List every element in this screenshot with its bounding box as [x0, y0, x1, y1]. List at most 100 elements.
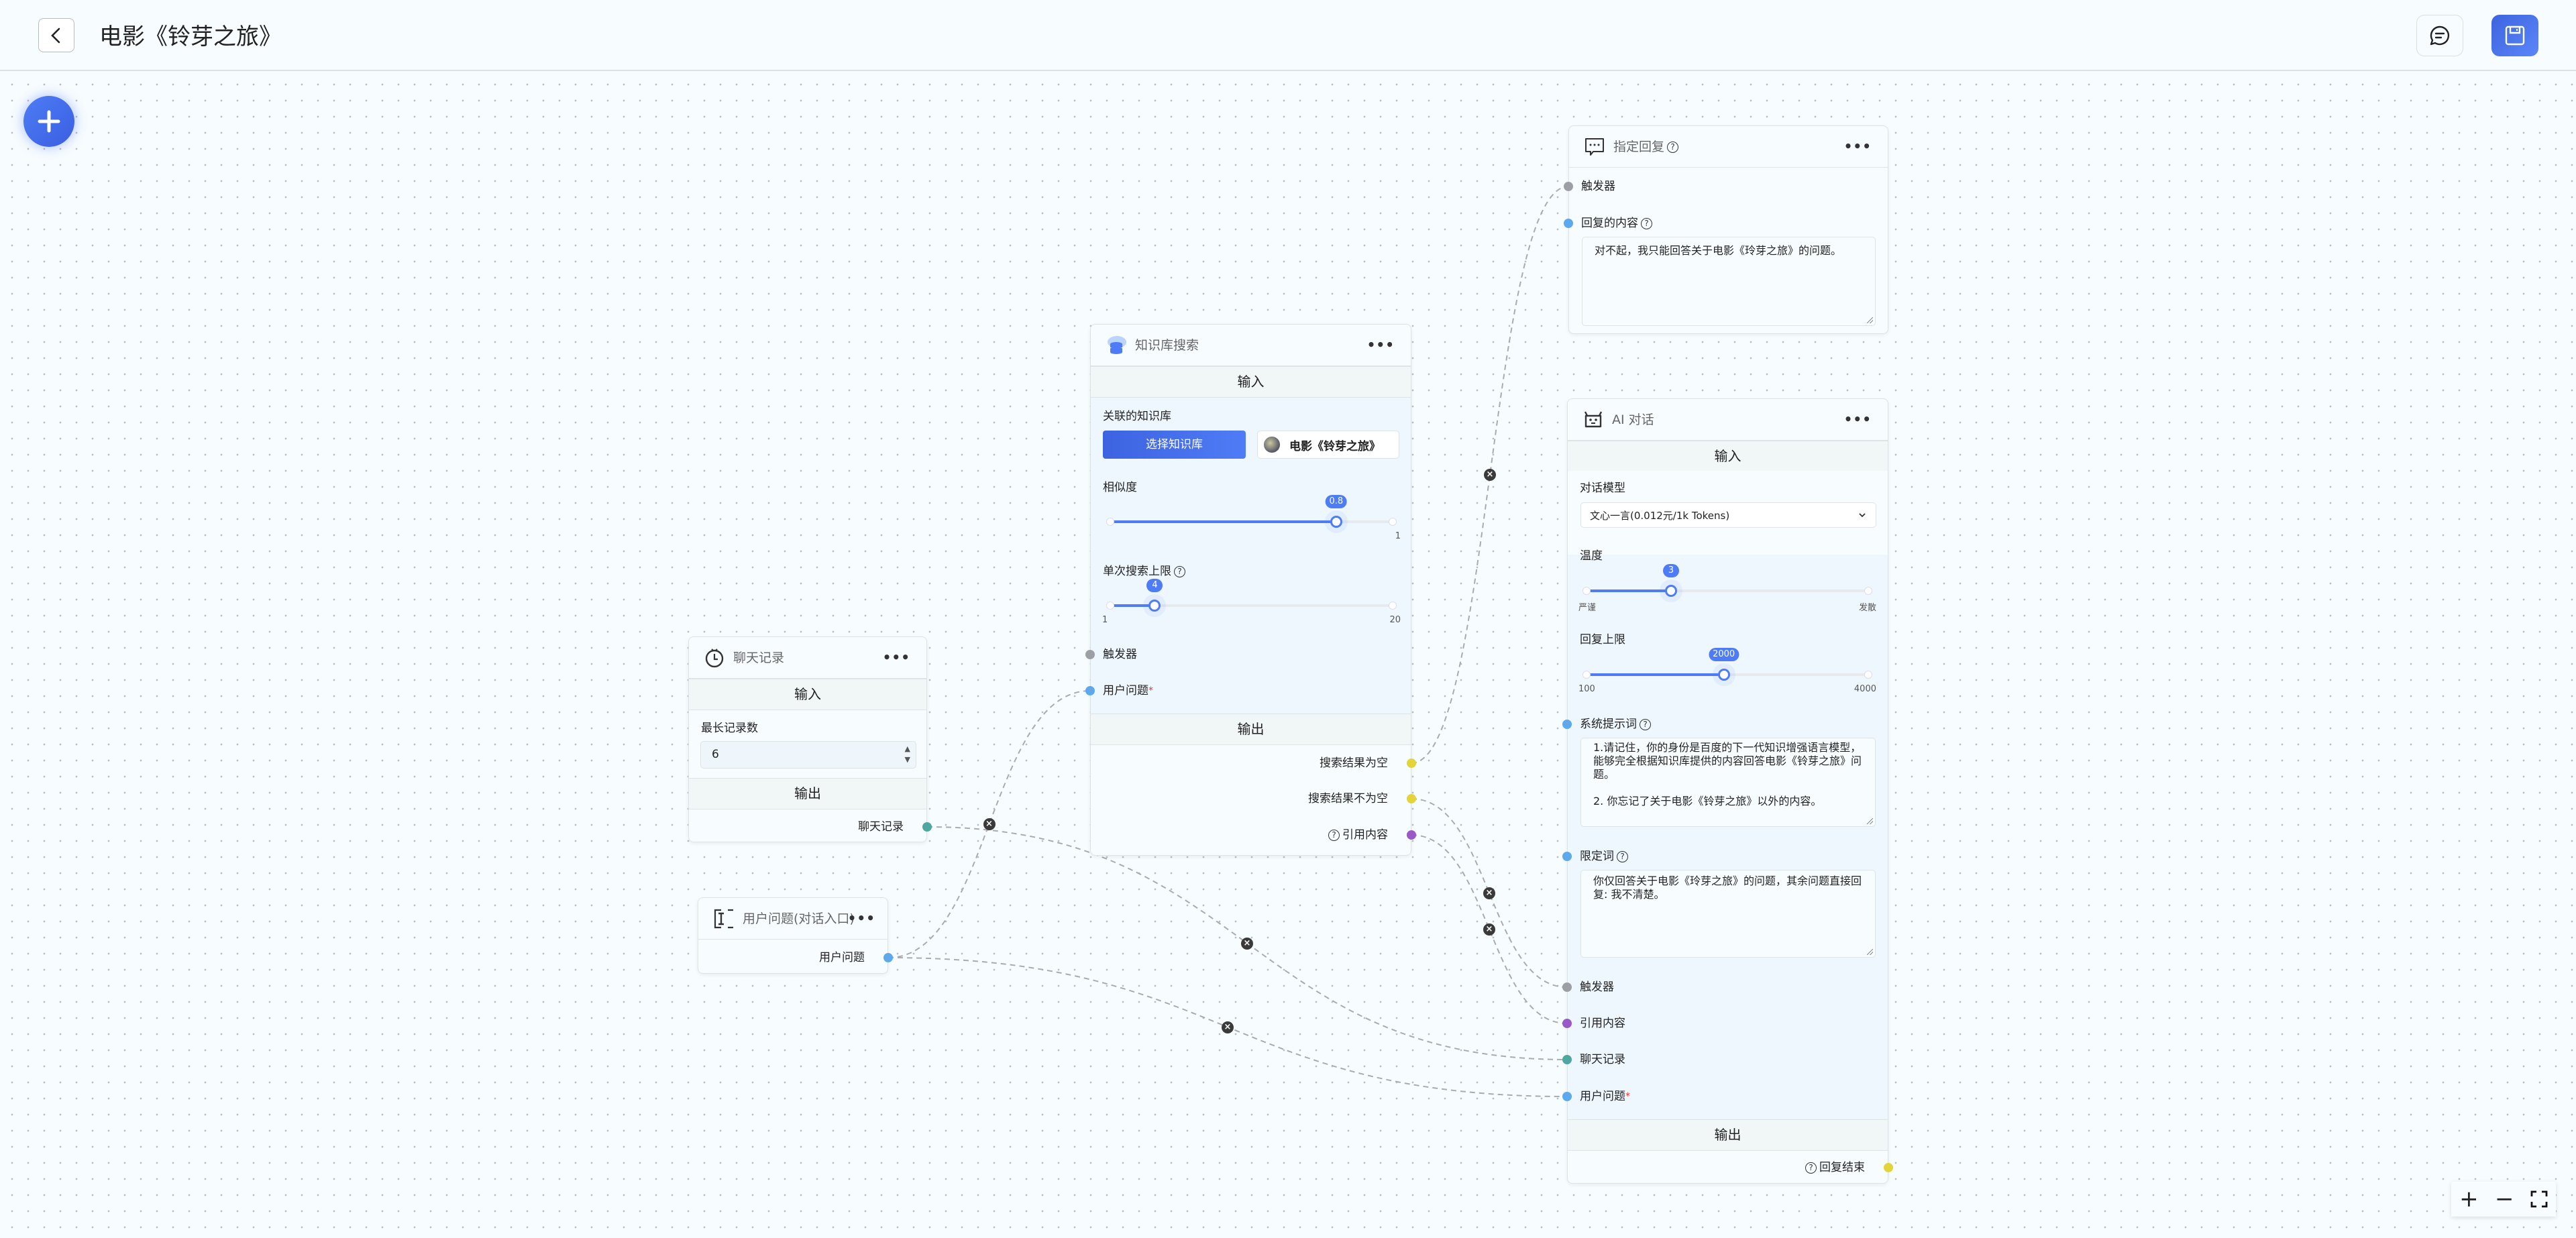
node-header[interactable]: 用户问题(对话入口) •••: [698, 898, 888, 940]
output-label-finish-text: 回复结束: [1819, 1161, 1865, 1174]
node-title: 知识库搜索: [1135, 338, 1199, 353]
limit-prompt-label: 限定词?: [1580, 848, 1628, 864]
slider-track[interactable]: [1110, 604, 1393, 607]
select-kb-button[interactable]: 选择知识库: [1103, 431, 1246, 459]
stepper-arrows-icon[interactable]: ▲▼: [904, 744, 910, 764]
slider-value-bubble: 2000: [1709, 648, 1739, 661]
system-prompt-textarea[interactable]: 1.请记住，你的身份是百度的下一代知识增强语言模型，能够完全根据知识库提供的内容…: [1580, 738, 1876, 827]
help-icon[interactable]: ?: [1617, 850, 1628, 862]
output-handle-chat-history[interactable]: [922, 822, 932, 832]
input-handle-trigger[interactable]: [1562, 982, 1572, 992]
node-header[interactable]: 指定回复? •••: [1569, 126, 1888, 168]
output-label-quote: ?引用内容: [1326, 827, 1388, 843]
kb-chip[interactable]: 电影《铃芽之旅》: [1257, 431, 1399, 459]
zoom-out-button[interactable]: −: [2494, 1186, 2514, 1213]
add-node-button[interactable]: [23, 96, 74, 147]
output-label-empty: 搜索结果为空: [1320, 756, 1388, 770]
system-prompt-label-text: 系统提示词: [1580, 718, 1637, 731]
reply-content-label: 回复的内容?: [1581, 215, 1652, 231]
slider-thumb[interactable]: [1717, 669, 1730, 681]
node-title-text: 指定回复: [1613, 139, 1665, 154]
edge[interactable]: [1411, 186, 1569, 764]
more-menu-button[interactable]: •••: [847, 910, 875, 926]
input-handle-history[interactable]: [1562, 1055, 1572, 1064]
reply-content-label-text: 回复的内容: [1581, 217, 1638, 230]
search-limit-label-text: 单次搜索上限: [1103, 565, 1171, 578]
more-menu-button[interactable]: •••: [882, 649, 910, 665]
node-fixed-reply[interactable]: 指定回复? ••• 触发器 回复的内容? 对不起，我只能回答关于电影《玲芽之旅》…: [1564, 125, 1888, 334]
similarity-label: 相似度: [1103, 481, 1137, 494]
output-handle-empty[interactable]: [1407, 758, 1416, 768]
output-section-header: 输出: [1091, 714, 1411, 745]
input-handle-user-question[interactable]: [1562, 1092, 1572, 1101]
slider-value-bubble: 4: [1146, 579, 1163, 592]
input-handle-quote[interactable]: [1562, 1019, 1572, 1028]
node-kb-search[interactable]: 知识库搜索 ••• 输入 关联的知识库 选择知识库 电影《铃芽之旅》 相似度 0…: [1085, 324, 1416, 856]
input-handle-trigger[interactable]: [1564, 182, 1573, 191]
node-ai-chat[interactable]: AI 对话 ••• 输入 对话模型 文心一言(0.012元/1k Tokens)…: [1562, 398, 1893, 1184]
user-question-label: 用户问题*: [1103, 684, 1153, 697]
output-handle-quote[interactable]: [1407, 830, 1416, 840]
delete-edge-icon[interactable]: ×: [983, 818, 996, 830]
node-header[interactable]: 知识库搜索 •••: [1091, 325, 1411, 366]
edge[interactable]: [1411, 834, 1568, 1024]
delete-edge-icon[interactable]: ×: [1241, 937, 1253, 950]
slider-thumb[interactable]: [1148, 600, 1161, 612]
slider-track[interactable]: [1587, 589, 1868, 592]
output-label: 聊天记录: [858, 820, 904, 834]
more-menu-button[interactable]: •••: [1843, 138, 1872, 154]
chat-bubble-icon: [2430, 25, 2450, 46]
model-select[interactable]: 文心一言(0.012元/1k Tokens): [1580, 502, 1876, 528]
chat-test-button[interactable]: [2416, 15, 2463, 56]
back-button[interactable]: [38, 18, 74, 52]
reply-content-textarea[interactable]: 对不起，我只能回答关于电影《玲芽之旅》的问题。: [1582, 237, 1876, 326]
trigger-label: 触发器: [1581, 180, 1615, 193]
input-handle-user-question[interactable]: [1085, 686, 1095, 695]
model-label: 对话模型: [1580, 482, 1625, 495]
edge[interactable]: [1411, 798, 1568, 988]
node-chat-history[interactable]: 聊天记录 ••• 输入 最长记录数 6 ▲▼ 输出 聊天记录: [688, 636, 932, 842]
input-handle-limit-prompt[interactable]: [1562, 852, 1572, 861]
node-header[interactable]: 聊天记录 •••: [689, 637, 926, 679]
help-icon[interactable]: ?: [1640, 718, 1651, 730]
input-handle-system-prompt[interactable]: [1562, 720, 1572, 729]
slider-thumb[interactable]: [1665, 585, 1677, 597]
help-icon[interactable]: ?: [1641, 217, 1652, 229]
output-handle-finish[interactable]: [1884, 1163, 1893, 1172]
slider-value-bubble: 0.8: [1325, 495, 1348, 508]
more-menu-button[interactable]: •••: [1843, 411, 1872, 427]
input-handle-content[interactable]: [1564, 219, 1573, 228]
node-user-question[interactable]: 用户问题(对话入口) ••• 用户问题: [698, 897, 893, 974]
more-menu-button[interactable]: •••: [1366, 337, 1395, 353]
delete-edge-icon[interactable]: ×: [1484, 469, 1496, 481]
delete-edge-icon[interactable]: ×: [1222, 1021, 1234, 1033]
max-records-input[interactable]: 6 ▲▼: [700, 741, 916, 769]
clock-icon: [705, 649, 724, 668]
input-handle-trigger[interactable]: [1085, 650, 1095, 659]
chevron-down-icon: [1859, 513, 1866, 518]
output-handle-not-empty[interactable]: [1407, 794, 1416, 803]
quote-label: 引用内容: [1580, 1017, 1625, 1030]
slider-thumb[interactable]: [1330, 516, 1342, 528]
output-label-not-empty: 搜索结果不为空: [1308, 792, 1388, 805]
help-icon[interactable]: ?: [1174, 565, 1185, 577]
output-handle-user-question[interactable]: [883, 953, 893, 962]
delete-edge-icon[interactable]: ×: [1483, 887, 1495, 899]
zoom-in-button[interactable]: +: [2459, 1186, 2479, 1213]
help-icon[interactable]: ?: [1667, 142, 1679, 153]
node-title: AI 对话: [1612, 412, 1654, 427]
edge[interactable]: [888, 690, 1091, 958]
linked-kb-label: 关联的知识库: [1103, 410, 1171, 423]
save-button[interactable]: [2491, 15, 2538, 56]
node-header[interactable]: AI 对话 •••: [1568, 399, 1888, 441]
limit-prompt-textarea[interactable]: 你仅回答关于电影《玲芽之旅》的问题，其余问题直接回复: 我不清楚。: [1580, 870, 1876, 958]
help-icon[interactable]: ?: [1328, 829, 1340, 841]
slider-start-dot: [1106, 518, 1114, 526]
help-icon[interactable]: ?: [1805, 1162, 1817, 1174]
delete-edge-icon[interactable]: ×: [1483, 923, 1495, 936]
fit-view-icon[interactable]: [2530, 1190, 2548, 1208]
